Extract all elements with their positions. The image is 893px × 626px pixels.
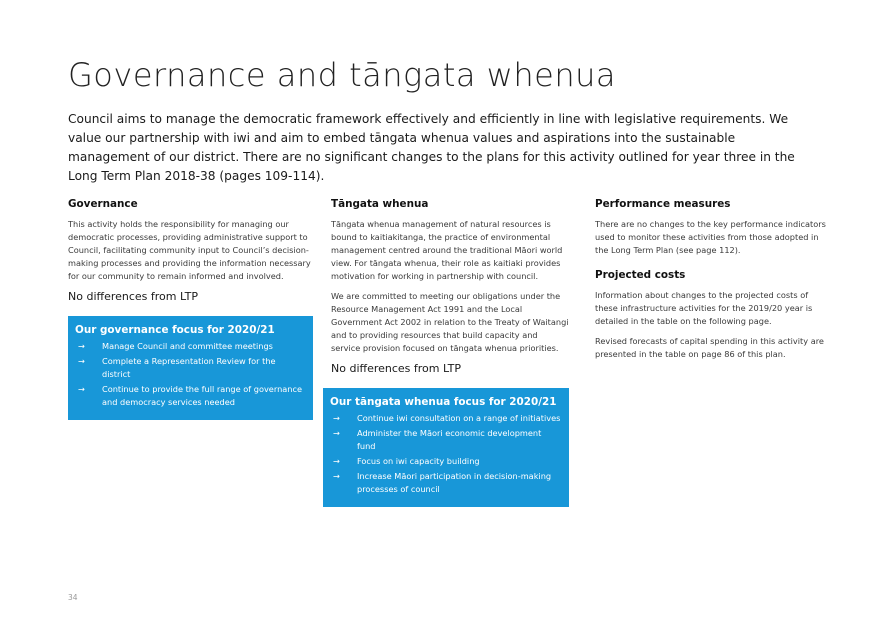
list-item: → Focus on iwi capacity building xyxy=(330,455,562,468)
list-item-text: Complete a Representation Review for the… xyxy=(102,356,276,379)
performance-measures-heading: Performance measures xyxy=(595,198,731,210)
page-title: Governance and tāngata whenua xyxy=(68,56,616,94)
arrow-right-icon: → xyxy=(78,356,85,366)
tangata-whenua-body-1: Tāngata whenua management of natural res… xyxy=(331,219,563,281)
tangata-whenua-no-differences: No differences from LTP xyxy=(331,362,461,375)
list-item: → Manage Council and committee meetings xyxy=(75,340,306,353)
list-item-text: Increase Māori participation in decision… xyxy=(357,471,552,494)
performance-measures-body: There are no changes to the key performa… xyxy=(595,219,826,255)
tangata-whenua-focus-title: Our tāngata whenua focus for 2020/21 xyxy=(330,396,557,408)
list-item: → Continue iwi consultation on a range of… xyxy=(330,412,562,425)
list-item-text: Continue iwi consultation on a range of … xyxy=(357,413,561,423)
governance-column: Governance This activity holds the respo… xyxy=(68,198,313,420)
arrow-right-icon: → xyxy=(78,384,85,394)
arrow-right-icon: → xyxy=(333,413,340,423)
arrow-right-icon: → xyxy=(333,471,340,481)
tangata-whenua-body-2: We are committed to meeting our obligati… xyxy=(331,291,569,353)
list-item-text: Administer the Māori economic developmen… xyxy=(357,428,542,451)
page-number: 34 xyxy=(68,593,78,602)
intro-paragraph: Council aims to manage the democratic fr… xyxy=(68,112,795,183)
tangata-whenua-focus-list: → Continue iwi consultation on a range of… xyxy=(330,412,562,496)
tangata-whenua-column: Tāngata whenua Tāngata whenua management… xyxy=(323,198,569,507)
list-item-text: Manage Council and committee meetings xyxy=(102,341,273,351)
governance-heading: Governance xyxy=(68,198,138,210)
governance-focus-list: → Manage Council and committee meetings →… xyxy=(75,340,306,409)
list-item: → Increase Māori participation in decisio… xyxy=(330,470,562,496)
arrow-right-icon: → xyxy=(333,456,340,466)
governance-focus-box: Our governance focus for 2020/21 → Manage… xyxy=(68,316,313,420)
tangata-whenua-focus-box: Our tāngata whenua focus for 2020/21 → Co… xyxy=(323,388,569,507)
list-item: → Complete a Representation Review for th… xyxy=(75,355,306,381)
list-item-text: Focus on iwi capacity building xyxy=(357,456,480,466)
projected-costs-heading: Projected costs xyxy=(595,269,686,281)
list-item: → Continue to provide the full range of g… xyxy=(75,383,306,409)
governance-body: This activity holds the responsibility f… xyxy=(68,219,311,281)
governance-no-differences: No differences from LTP xyxy=(68,290,198,303)
list-item: → Administer the Māori economic developme… xyxy=(330,427,562,453)
projected-costs-body-2: Revised forecasts of capital spending in… xyxy=(595,336,824,359)
tangata-whenua-heading: Tāngata whenua xyxy=(331,198,429,210)
arrow-right-icon: → xyxy=(78,341,85,351)
arrow-right-icon: → xyxy=(333,428,340,438)
performance-costs-column: Performance measures There are no change… xyxy=(595,198,827,368)
projected-costs-body-1: Information about changes to the project… xyxy=(595,290,813,326)
list-item-text: Continue to provide the full range of go… xyxy=(102,384,303,407)
governance-focus-title: Our governance focus for 2020/21 xyxy=(75,324,275,336)
